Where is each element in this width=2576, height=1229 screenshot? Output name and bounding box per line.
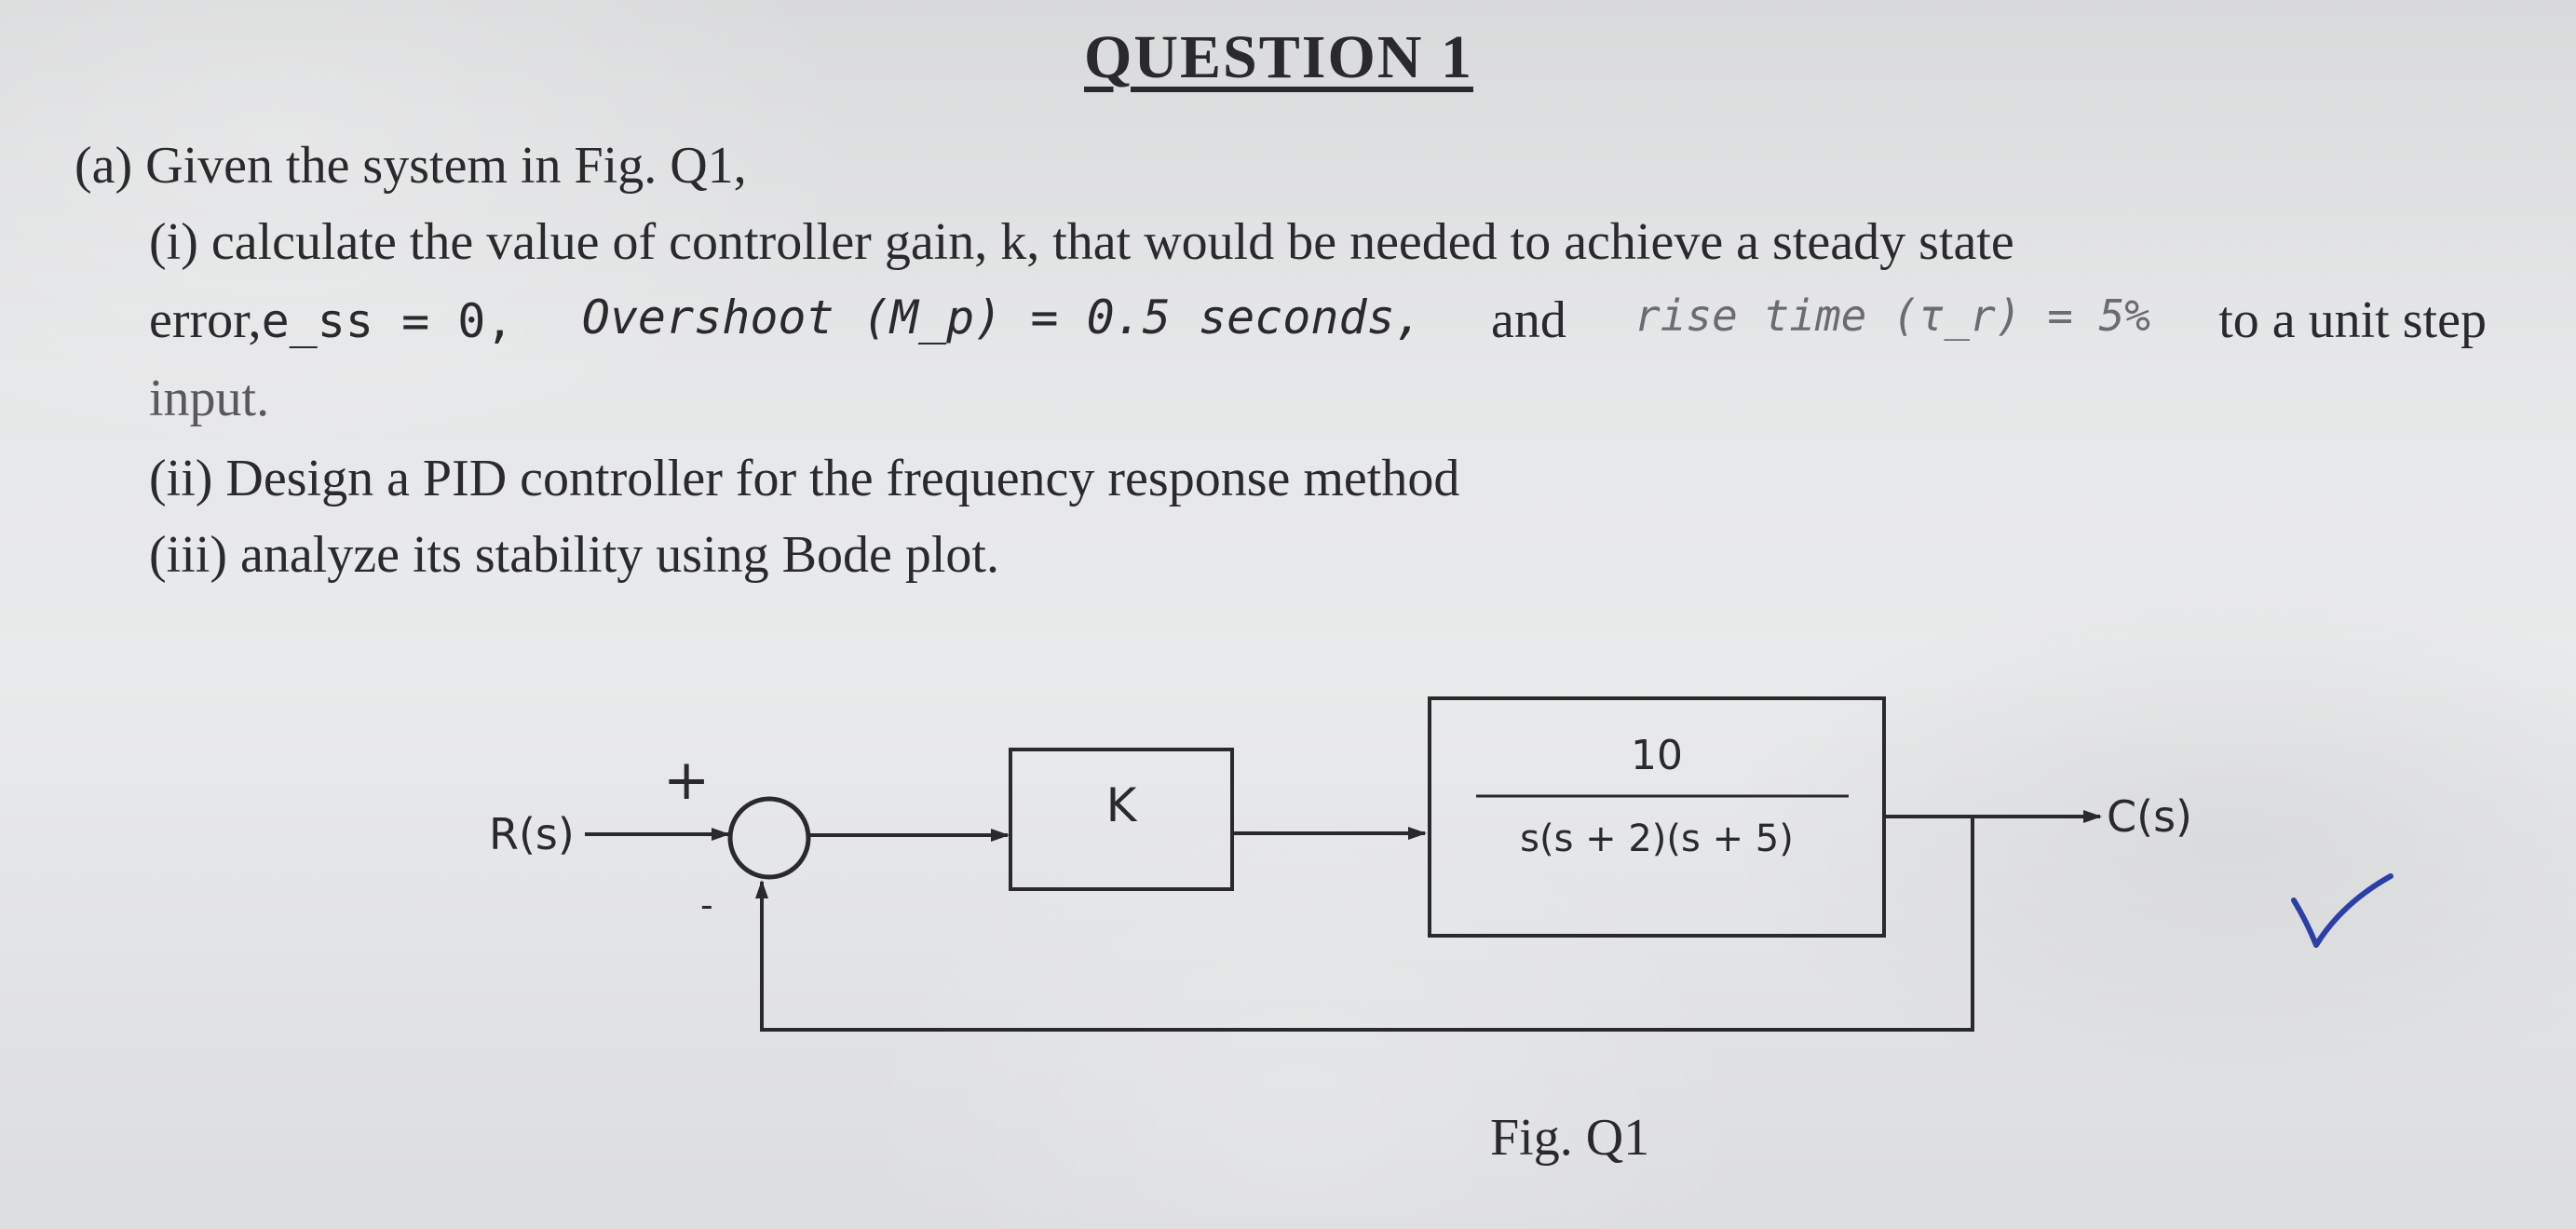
output-label: C(s): [2107, 791, 2192, 842]
input-label: R(s): [489, 809, 575, 859]
checkmark-icon: [2291, 873, 2393, 948]
part-i-input-word: input.: [149, 370, 270, 427]
rise-time-spec: rise time (τ_r) = 5%: [1634, 290, 2150, 341]
minus-sign: -: [700, 885, 713, 925]
part-a-text: (a) Given the system in Fig. Q1,: [75, 137, 747, 195]
unit-step-text: to a unit step: [2218, 291, 2487, 349]
question-title: QUESTION 1: [1084, 23, 1473, 91]
steady-state-error: e_ss = 0,: [261, 294, 514, 348]
error-prefix: error,: [149, 291, 262, 349]
plant-numerator: 10: [1631, 732, 1683, 779]
part-ii-text: (ii) Design a PID controller for the fre…: [149, 450, 1460, 507]
feedback-path: [755, 817, 1974, 1032]
and-word: and: [1491, 291, 1566, 349]
part-iii-text: (iii) analyze its stability using Bode p…: [149, 526, 999, 584]
part-i-text: (i) calculate the value of controller ga…: [149, 213, 2014, 271]
controller-block: [1009, 748, 1234, 891]
controller-gain-label: K: [1106, 778, 1138, 832]
overshoot-spec: Overshoot (M_p) = 0.5 seconds,: [581, 290, 1423, 344]
figure-caption: Fig. Q1: [1490, 1109, 1650, 1167]
plant-denominator: s(s + 2)(s + 5): [1520, 817, 1794, 860]
part-i-conditions: error,e_ss = 0, Overshoot (M_p) = 0.5 se…: [149, 294, 2487, 346]
summing-junction: [727, 796, 811, 880]
plus-sign: +: [663, 748, 710, 813]
